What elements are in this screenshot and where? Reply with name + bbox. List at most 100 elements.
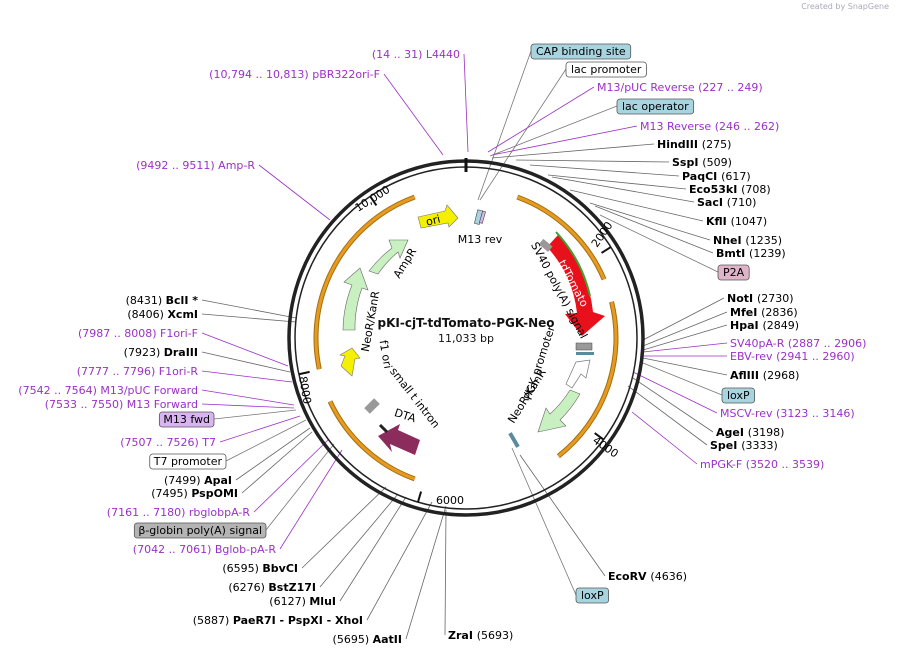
feature-box: [717, 264, 750, 281]
leader-line: [491, 125, 638, 156]
site-label: (7495) PspOMI: [151, 487, 238, 500]
scale-tick-label: 6000: [436, 494, 464, 507]
leader-line: [225, 419, 307, 462]
primer-label: EBV-rev (2941 .. 2960): [730, 350, 855, 363]
primer-label: (7533 .. 7550) M13 Forward: [45, 398, 198, 411]
site-label: (5887) PaeR7I - PspXI - XhoI: [193, 614, 363, 627]
site-label: Eco53kI (708): [689, 183, 771, 196]
site-label: SspI (509): [672, 156, 732, 169]
leader-line: [487, 86, 595, 153]
feature-box-label: lac operator: [622, 100, 689, 113]
neor-right-label: NeoR/KanR: [505, 366, 549, 425]
leader-line: [201, 370, 293, 383]
primer-label: MSCV-rev (3123 .. 3146): [720, 407, 855, 420]
feature-box: [575, 587, 609, 604]
leader-line: [551, 176, 695, 203]
leader-line: [491, 143, 655, 159]
site-label: KflI (1047): [706, 215, 767, 228]
feature-box-label: β-globin poly(A) signal: [138, 524, 262, 537]
ori-label: ori: [425, 213, 442, 229]
leader-line: [642, 311, 728, 347]
site-label: NotI (2730): [727, 292, 794, 305]
scale-tick-mark: [369, 195, 378, 207]
site-label: NheI (1235): [713, 234, 782, 247]
dta-label: DTA: [393, 406, 418, 425]
f1ori-arrow: [339, 347, 361, 377]
site-label: MfeI (2836): [730, 306, 798, 319]
site-label: (5695) AatII: [333, 633, 402, 646]
f1ori-label: f1 ori: [377, 339, 395, 370]
primer-label: (7987 .. 8008) F1ori-F: [78, 327, 198, 340]
leader-line: [219, 415, 301, 443]
leader-line: [201, 389, 295, 406]
primer-label: (14 .. 31) L4440: [372, 48, 460, 61]
feature-box-label: M13 fwd: [163, 413, 210, 426]
leader-lines: [201, 50, 728, 640]
leader-line: [642, 342, 728, 353]
feature-box-label: lac promoter: [571, 63, 642, 76]
orange-arc-fill: [328, 400, 416, 481]
site-label: SacI (710): [697, 196, 756, 209]
leader-line: [253, 439, 329, 513]
small-t-intron-box: [364, 398, 380, 414]
leader-line: [477, 50, 532, 201]
dta-arrow: [378, 424, 420, 455]
leader-line: [201, 351, 291, 373]
leader-line: [463, 53, 469, 153]
primer-label: (10,794 .. 10,813) pBR322ori-F: [209, 68, 380, 81]
scale-tick-mark: [298, 370, 310, 376]
sv40-box: [538, 238, 553, 252]
scale-tick-label: 8000: [296, 375, 314, 405]
leader-line: [631, 411, 698, 465]
leader-line: [319, 493, 399, 588]
leader-line: [569, 189, 704, 222]
site-label: PaqCI (617): [682, 170, 751, 183]
site-label: ZraI (5693): [448, 629, 513, 642]
site-label: AflIII (2968): [730, 369, 799, 382]
leader-line: [201, 403, 295, 409]
feature-box: [616, 98, 695, 115]
primer-label: (7042 .. 7061) Bglob-pA-R: [133, 543, 277, 556]
feature-box: [133, 522, 267, 539]
m13-rev-box2: [479, 210, 486, 224]
scale-tick-mark: [600, 246, 612, 254]
m13-rev-label: M13 rev: [458, 233, 503, 246]
feature-box-label: P2A: [723, 266, 745, 279]
feature-box-label: loxP: [581, 589, 604, 602]
loxp-small-box: [576, 352, 594, 355]
primer-label: mPGK-F (3520 .. 3539): [700, 458, 824, 471]
leader-line: [339, 496, 407, 602]
neor-right-arrow: [537, 389, 581, 433]
leader-line: [594, 205, 714, 254]
site-label: SpeI (3333): [710, 439, 778, 452]
feature-box: [721, 387, 755, 404]
feature-box-label: loxP: [727, 389, 750, 402]
site-label: (7499) ApaI: [164, 474, 232, 487]
leader-line: [515, 159, 670, 163]
leader-line: [279, 449, 343, 550]
plasmid-name: pKI-cjT-tdTomato-PGK-Neo: [378, 316, 555, 330]
leader-line: [479, 68, 567, 201]
site-label: (7923) DraIII: [124, 346, 198, 359]
pgk-promoter-arrow: [565, 359, 591, 389]
orange-arc-fill: [328, 195, 416, 276]
leader-line: [201, 299, 297, 319]
feature-box: [158, 411, 215, 428]
site-label: HindIII (275): [657, 138, 731, 151]
neor-left-arrow: [342, 267, 369, 331]
leader-line: [366, 501, 433, 621]
feature-box-label: CAP binding site: [536, 45, 626, 58]
leader-line: [642, 297, 725, 341]
site-label: (6276) BstZ17I: [228, 581, 316, 594]
site-label: EcoRV (4636): [608, 570, 687, 583]
leader-line: [201, 332, 289, 367]
feature-box: [565, 61, 647, 78]
leader-line: [235, 427, 311, 481]
site-label: (6595) BbvCI: [222, 562, 298, 575]
primer-label: M13/pUC Reverse (227 .. 249): [597, 81, 763, 94]
leader-line: [201, 313, 297, 323]
leader-line: [489, 105, 618, 157]
scale-tick-mark: [594, 432, 605, 441]
primer-label: (7507 .. 7526) T7: [120, 436, 216, 449]
